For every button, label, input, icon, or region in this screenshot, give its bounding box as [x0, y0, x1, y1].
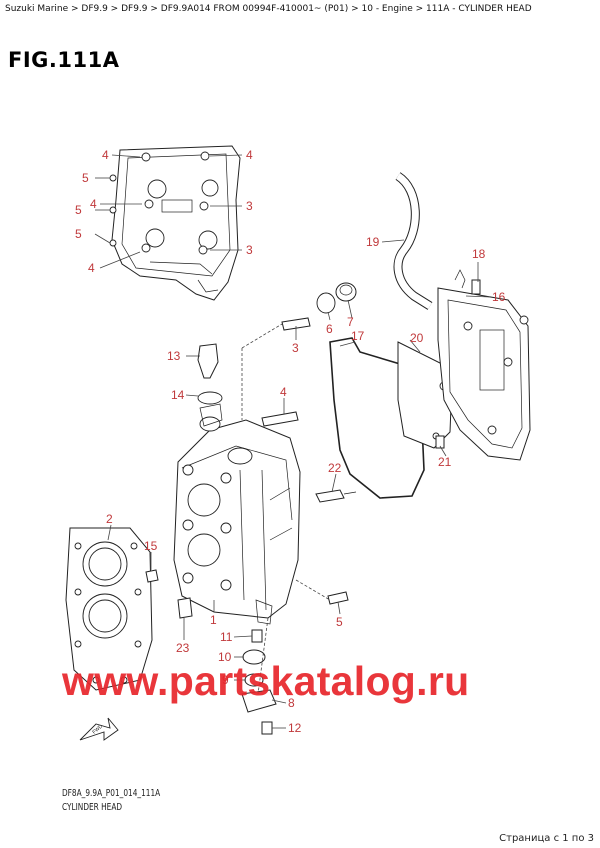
drawing-caption: CYLINDER HEAD	[62, 802, 123, 813]
callout-5: 5	[82, 171, 89, 185]
callout-4: 4	[280, 385, 287, 399]
callout-4: 4	[102, 148, 109, 162]
callout-18: 18	[472, 247, 486, 261]
callout-3: 3	[246, 243, 253, 257]
callout-19: 19	[366, 235, 380, 249]
cylinder-head-drawing	[173, 403, 301, 625]
fwd-arrow-icon: FWD	[79, 717, 119, 741]
callout-10: 10	[218, 650, 232, 664]
callout-9: 9	[222, 673, 229, 687]
callout-11: 11	[220, 630, 233, 644]
callout-21: 21	[438, 455, 452, 469]
hose-drawing	[393, 172, 433, 310]
callout-20: 20	[410, 331, 424, 345]
small-parts-drawing	[145, 279, 481, 735]
callout-1: 1	[210, 613, 217, 627]
drawing-code: DF8A_9.9A_P01_014_111A	[62, 788, 161, 799]
cover-gasket-drawing	[329, 337, 425, 499]
leader-lines	[94, 154, 491, 729]
callout-3: 3	[246, 199, 253, 213]
callout-4: 4	[88, 261, 95, 275]
callout-4: 4	[246, 148, 253, 162]
callout-23: 23	[176, 641, 190, 655]
callout-3: 3	[292, 341, 299, 355]
callout-17: 17	[351, 329, 365, 343]
callout-4: 4	[90, 197, 97, 211]
callout-8: 8	[288, 696, 295, 710]
callout-labels: 4 4 5 4 5 3 5 3 4 19 18 16 6 7 17 20 3 1…	[75, 148, 506, 735]
callout-22: 22	[328, 461, 342, 475]
callout-5: 5	[75, 227, 82, 241]
callout-2: 2	[106, 512, 113, 526]
page-indicator: Страница с 1 по 3	[499, 833, 594, 844]
callout-5: 5	[75, 203, 82, 217]
callout-16: 16	[492, 290, 506, 304]
callout-7: 7	[347, 315, 354, 329]
callout-6: 6	[326, 322, 333, 336]
side-cover-drawing	[437, 269, 531, 461]
callout-14: 14	[171, 388, 185, 402]
head-gasket-drawing	[65, 527, 153, 691]
callout-12: 12	[288, 721, 302, 735]
callout-15: 15	[144, 539, 158, 553]
head-cover-drawing	[109, 145, 241, 301]
breadcrumb: Suzuki Marine > DF9.9 > DF9.9 > DF9.9A01…	[5, 4, 532, 14]
callout-13: 13	[167, 349, 181, 363]
callout-5: 5	[336, 615, 343, 629]
watermark: www.partskatalog.ru	[62, 658, 470, 704]
figure-title: FIG.111A	[8, 48, 120, 72]
